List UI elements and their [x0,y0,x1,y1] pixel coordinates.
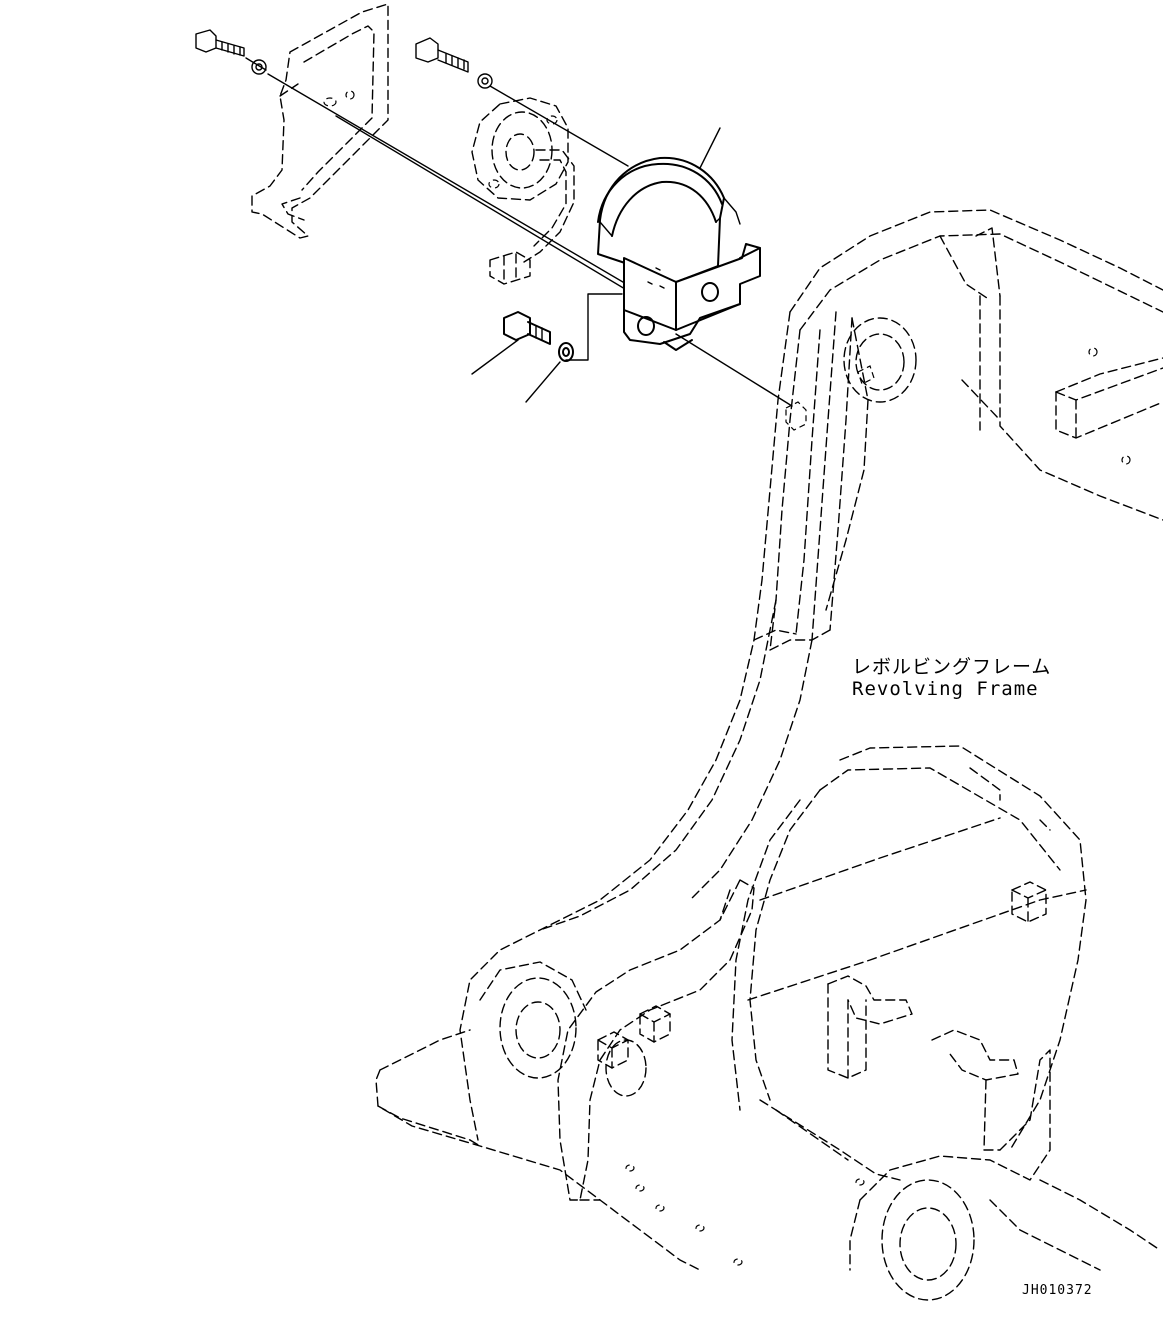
frame-label-japanese: レボルビングフレーム [852,656,1052,678]
washer-icon [477,73,493,89]
mounting-bracket [251,3,389,239]
drawing-number: JH010372 [1022,1283,1093,1298]
washer-icon [558,342,574,362]
sensor-flange [471,97,575,263]
frame-label-english: Revolving Frame [852,678,1039,700]
bolt-icon [415,37,469,73]
revolving-frame [375,209,1163,1301]
bolt-icon [195,29,245,57]
sensor-cover [597,156,761,351]
connector-icon [489,251,531,285]
bolt-icon [503,311,551,345]
